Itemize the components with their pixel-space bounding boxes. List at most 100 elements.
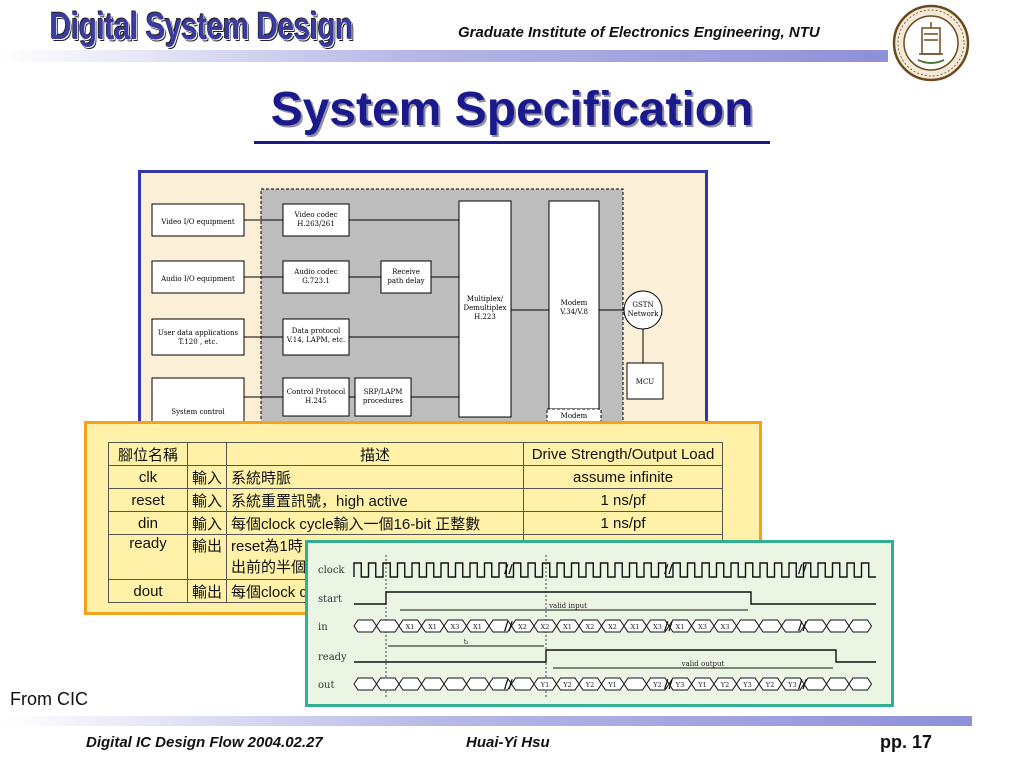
text-line: Multiplex/ [467,295,504,303]
break-mark: ∕∕ [664,677,673,691]
tl-label: tₗ [464,638,469,646]
in-bus-label: X3 [451,623,460,631]
break-mark: ∕∕ [504,562,513,576]
break-mark: ∕∕ [504,619,513,633]
pin-name: dout [108,579,188,603]
out-bus-label: Y2 [562,681,571,689]
in-bus-cell [353,619,378,633]
out-bus-cell [375,677,400,691]
valid-output-label: valid output [681,660,725,668]
text-line: V.34/V.8 [559,308,588,316]
out-bus-label: Y2 [765,681,774,689]
text-line: Modem [561,412,588,420]
pin-load: 1 ns/pf [523,488,724,512]
text-line: procedures [363,397,404,405]
break-mark: ∕∕ [798,562,807,576]
left-box-text: System control [171,408,225,416]
pin-load: 1 ns/pf [523,511,724,535]
table-header-row: 腳位名稱 描述 Drive Strength/Output Load [108,442,724,466]
footer-course: Digital IC Design Flow 2004.02.27 [86,734,323,751]
course-logo: Digital System Design [50,6,354,48]
text-line: Control Protocol [287,388,346,396]
connection-lines [244,219,644,398]
text-line: Audio codec [293,268,337,276]
pin-direction: 輸入 [186,511,228,535]
header-gradient-bar [0,50,888,62]
ready-waveform [354,649,876,663]
in-bus-label: X1 [406,623,415,631]
text-line: Modem [561,299,588,307]
valid-input-label: valid input [548,602,587,610]
left-box-audio: Audio I/O equipment [151,260,245,294]
out-bus-label: Y1 [607,681,616,689]
out-bus-cell [398,677,423,691]
header-cell: Drive Strength/Output Load [523,442,724,466]
out-bus-label: Y3 [675,681,684,689]
start-waveform [354,591,876,605]
in-bus-cell [758,619,783,633]
in-bus-label: X2 [608,623,617,631]
source-note: From CIC [10,689,88,709]
title-underline [254,141,770,144]
pin-direction: 輸入 [186,465,228,489]
left-box-text: Video I/O equipment [160,218,234,226]
footer-author: Huai-Yi Hsu [466,734,550,751]
pin-name: din [108,511,188,535]
mcu-box: MCU [626,362,664,400]
break-mark: ∕∕ [798,619,807,633]
pin-direction: 輸入 [186,488,228,512]
in-bus-cell [803,619,828,633]
out-bus-cell [443,677,468,691]
signal-label: clock [318,565,345,576]
text-line: G.723.1 [302,277,330,285]
text-line: V.14, LAPM, etc. [286,336,346,344]
h324-block-diagram: Video I/O equipment Audio I/O equipment … [151,188,664,427]
text-line: T.120 , etc. [178,338,217,346]
pin-direction: 輸出 [186,534,228,580]
pin-direction: 輸出 [186,579,228,603]
text-line: Receive [392,268,420,276]
pin-description: 每個clock cycle輸入一個16-bit 正整數 [226,511,525,535]
left-box-text: Audio I/O equipment [160,275,235,283]
break-mark: ∕∕ [664,562,673,576]
out-bus-cell [848,677,873,691]
header-cell: 腳位名稱 [108,442,188,466]
text-line: Data protocol [292,327,341,335]
signal-label: in [318,622,328,633]
signal-label: out [318,680,334,691]
break-mark: ∕∕ [664,619,673,633]
in-bus-cell [848,619,873,633]
left-box-video: Video I/O equipment [151,203,245,237]
institute-name: Graduate Institute of Electronics Engine… [458,24,820,41]
in-bus-label: X3 [721,623,730,631]
out-bus-cell [623,677,648,691]
left-box-system-control: System control [151,377,245,427]
pin-name: ready [108,534,188,580]
out-bus-label: Y2 [720,681,729,689]
in-bus-label: X1 [428,623,437,631]
text-line: Video codec [294,211,338,219]
out-bus-label: Y2 [652,681,661,689]
out-bus-label: Y1 [697,681,706,689]
in-bus-label: X2 [586,623,595,631]
out-bus-label: Y3 [742,681,751,689]
page-number: pp. 17 [880,732,933,752]
text-line: Network [628,310,660,318]
text-line: User data applications [158,329,239,337]
in-bus-label: X3 [653,623,662,631]
